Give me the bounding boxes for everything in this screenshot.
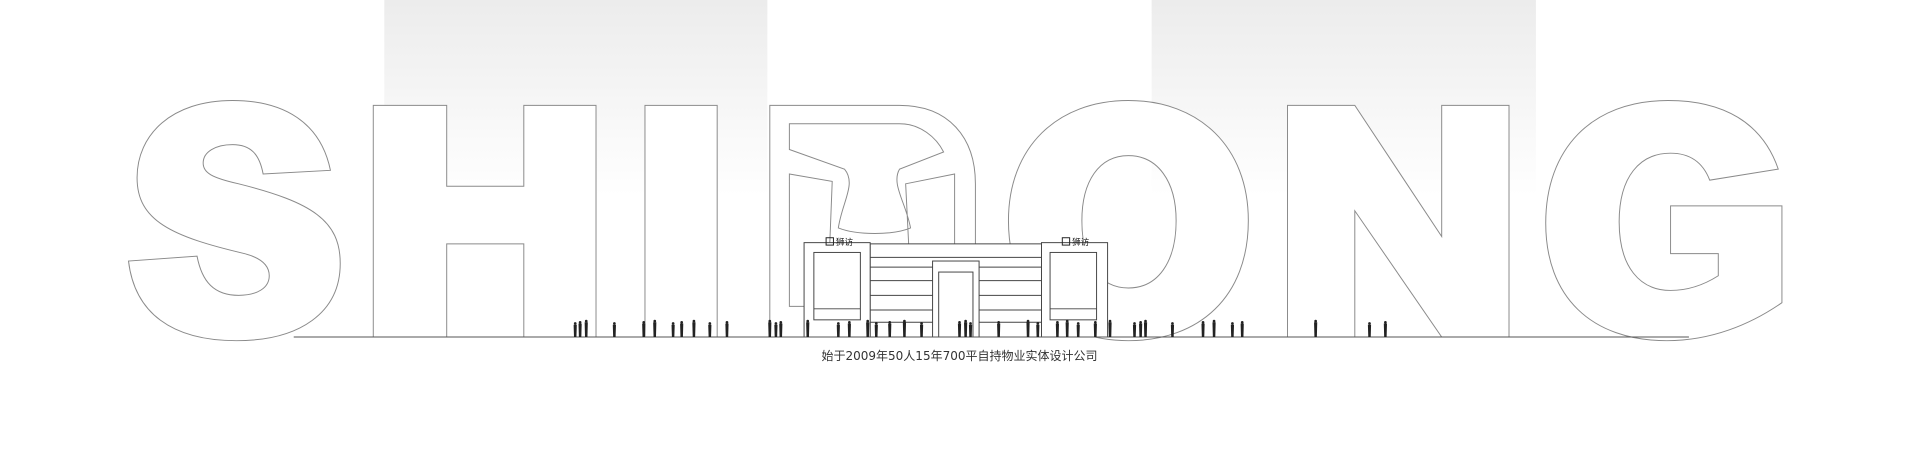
person-silhouette <box>847 320 851 338</box>
person-silhouette <box>1383 320 1387 338</box>
people-silhouettes <box>573 319 1387 338</box>
letter-g <box>1545 99 1783 342</box>
person-silhouette <box>1108 319 1112 338</box>
logo-icon <box>825 237 834 246</box>
logo-icon <box>1061 237 1071 246</box>
sign-right: 狮访 <box>1072 237 1090 248</box>
person-silhouette <box>573 322 577 338</box>
person-silhouette <box>1230 322 1235 338</box>
person-silhouette <box>584 319 588 338</box>
letter-s <box>127 99 341 342</box>
person-silhouette <box>612 322 616 338</box>
tagline: 始于2009年50人15年700平自持物业实体设计公司 <box>821 349 1098 363</box>
person-silhouette <box>692 319 696 338</box>
person-silhouette <box>725 320 729 338</box>
letter-i <box>644 104 718 338</box>
person-silhouette <box>874 322 878 338</box>
person-silhouette <box>806 319 810 338</box>
person-silhouette <box>708 322 712 338</box>
person-silhouette <box>1212 319 1216 338</box>
person-silhouette <box>642 320 646 338</box>
person-silhouette <box>1201 320 1205 338</box>
person-silhouette <box>1036 322 1040 338</box>
person-silhouette <box>1240 320 1244 338</box>
building-elevation: 狮访 狮访 <box>803 237 1109 338</box>
person-silhouette <box>768 319 772 338</box>
person-silhouette <box>902 319 907 338</box>
person-silhouette <box>964 319 968 338</box>
person-silhouette <box>1314 319 1318 338</box>
person-silhouette <box>968 322 973 338</box>
person-silhouette <box>1170 322 1175 338</box>
person-silhouette <box>779 320 783 338</box>
sign-left: 狮访 <box>836 237 854 248</box>
person-silhouette <box>1367 322 1372 338</box>
person-silhouette <box>653 319 657 338</box>
person-silhouette <box>680 320 684 338</box>
person-silhouette <box>578 320 582 338</box>
person-silhouette <box>1139 320 1143 338</box>
person-silhouette <box>957 320 962 338</box>
person-silhouette <box>1093 320 1097 338</box>
person-silhouette <box>671 322 675 338</box>
person-silhouette <box>997 320 1001 338</box>
person-silhouette <box>1143 319 1148 338</box>
person-silhouette <box>919 322 924 338</box>
person-silhouette <box>1065 319 1069 338</box>
person-silhouette <box>866 319 870 338</box>
person-silhouette <box>1076 322 1080 338</box>
person-silhouette <box>774 322 778 338</box>
person-silhouette <box>1132 322 1137 338</box>
person-silhouette <box>836 322 840 338</box>
person-silhouette <box>888 320 892 338</box>
person-silhouette <box>1026 319 1030 338</box>
person-silhouette <box>1055 320 1059 338</box>
